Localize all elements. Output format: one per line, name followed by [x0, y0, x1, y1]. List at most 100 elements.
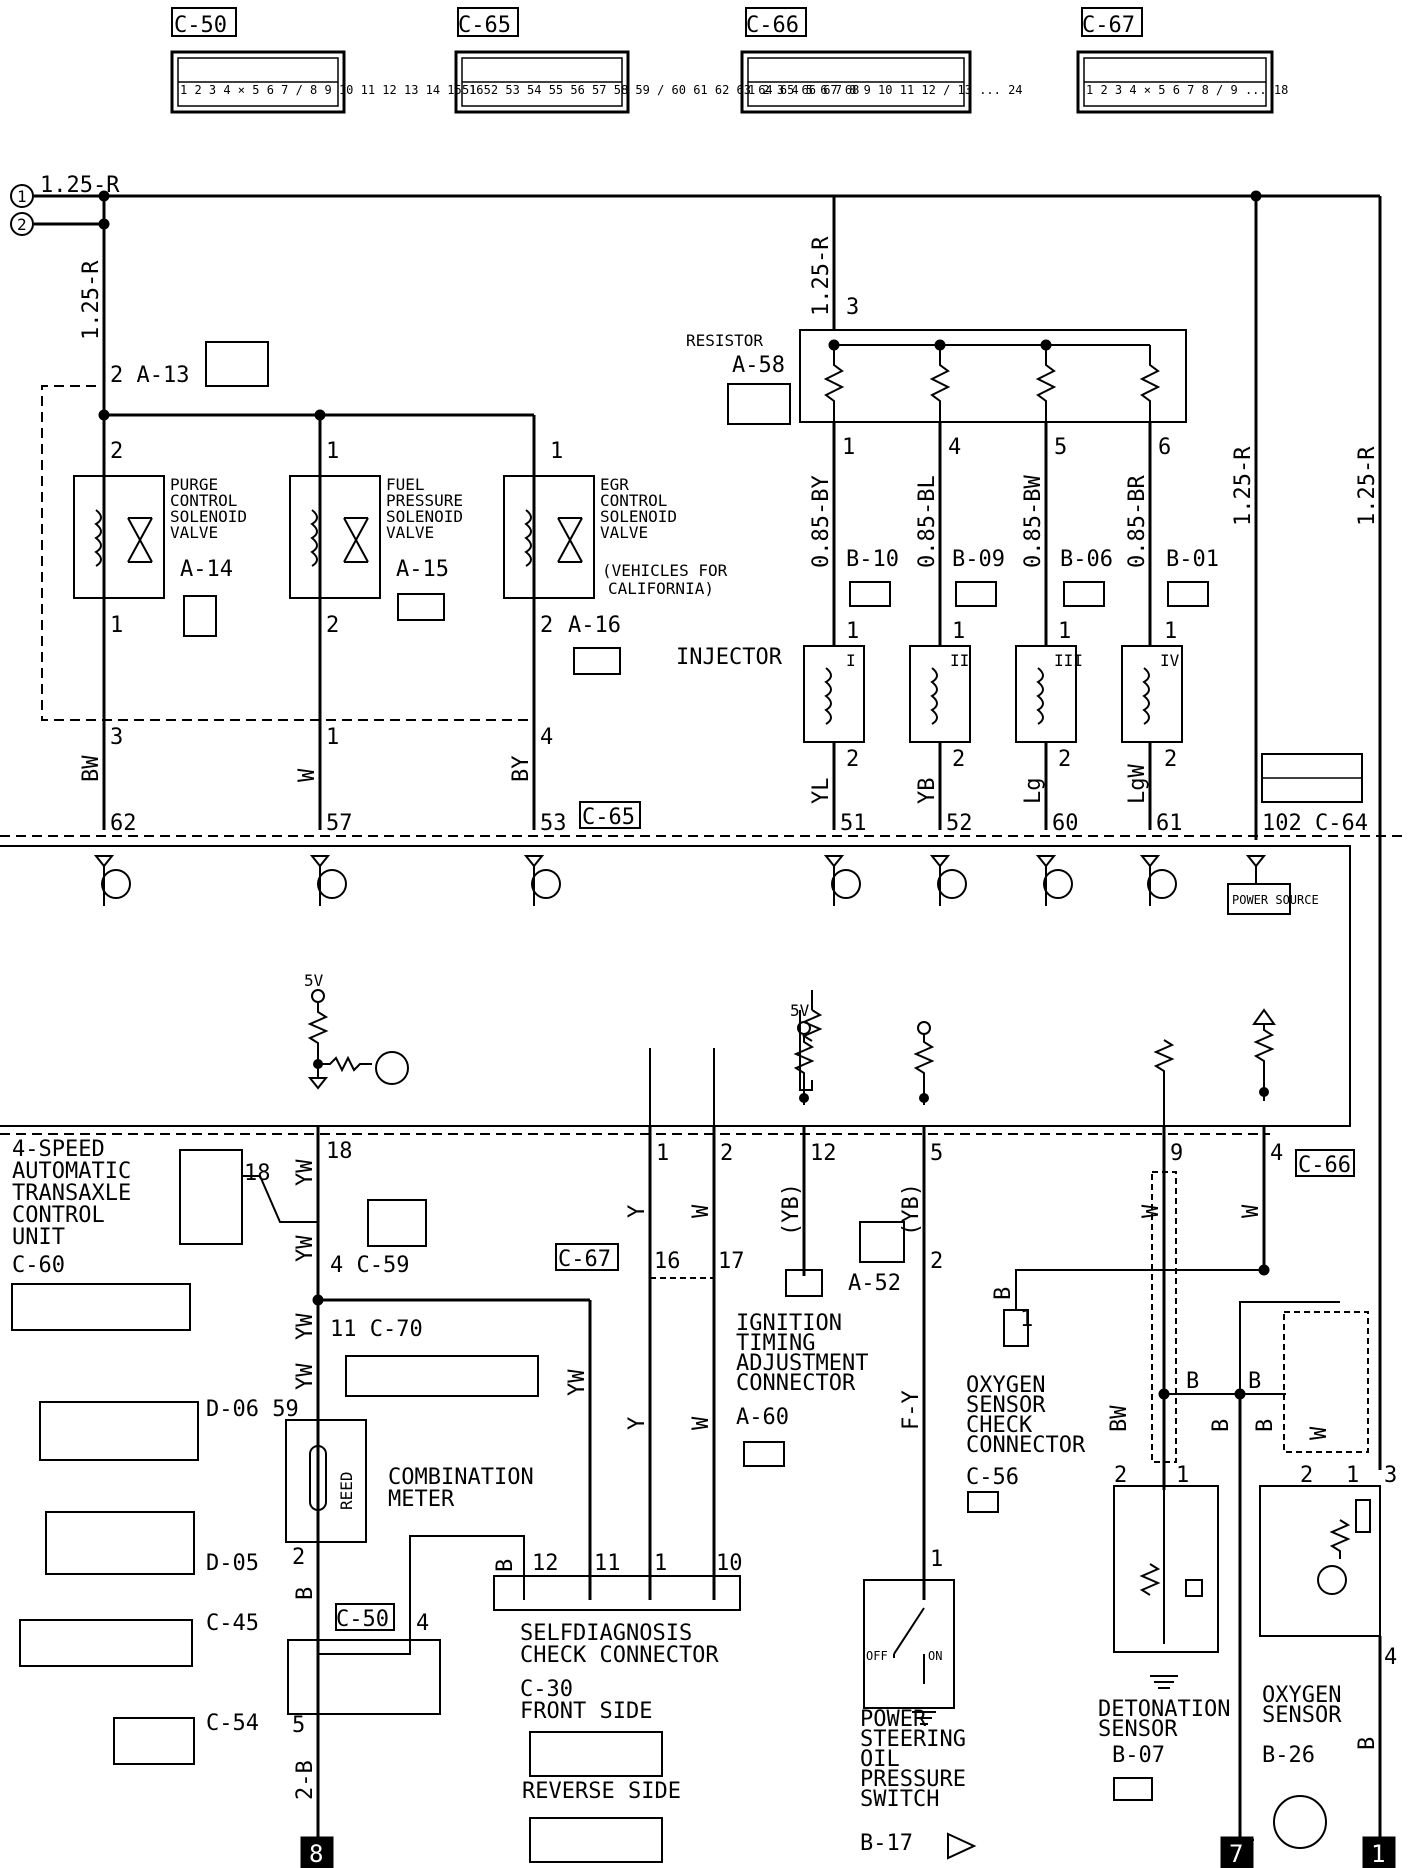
- coil-icon: [310, 509, 318, 567]
- det-conn: B-07: [1112, 1743, 1165, 1768]
- c50-c54-connector-box: [287, 1639, 441, 1715]
- c30-reverse-connector-icon: [529, 1817, 663, 1863]
- o2-line-2: SENSOR: [1262, 1703, 1342, 1728]
- b26-connector-icon: [1273, 1795, 1327, 1849]
- tcu-line-1: 4-SPEED: [12, 1137, 105, 1162]
- injector-roman-4: IV: [1160, 651, 1180, 670]
- ecu-pin-57: 57: [326, 811, 353, 836]
- coil-icon: [524, 509, 532, 567]
- egr-note-1: (VEHICLES FOR: [602, 561, 728, 580]
- injector-out-wire-3: Lg: [1021, 778, 1046, 805]
- egr-name-1: EGR: [600, 475, 629, 494]
- selfdiag-pin-11: 11: [594, 1551, 621, 1576]
- meter-pin-c50: 4: [416, 1611, 429, 1636]
- power-line-2-marker: [10, 212, 34, 236]
- solenoid-out-wire-2: W: [295, 768, 320, 782]
- wire-yw-2: YW: [293, 1235, 318, 1262]
- solenoid-box-purge: [73, 475, 165, 599]
- injector-1-box: [803, 645, 865, 743]
- purge-top-pin: 2: [110, 439, 123, 464]
- c54-label: C-54: [206, 1711, 259, 1736]
- wire-b-6: B: [493, 1559, 518, 1572]
- c50-connector-icon: [335, 1603, 395, 1631]
- egr-note-2: CALIFORNIA): [608, 579, 714, 598]
- meter-pin-c54: 5: [292, 1713, 305, 1738]
- o2-pin-4: 4: [1384, 1645, 1397, 1670]
- injector-out-wire-4: LgW: [1125, 764, 1150, 804]
- wire-v-mid-label: 1.25-R: [809, 236, 834, 316]
- selfdiag-pin-12: 12: [532, 1551, 559, 1576]
- b17-connector-icon: [947, 1832, 977, 1860]
- wire-y-1: Y: [625, 1205, 650, 1218]
- meter-line-1: COMBINATION: [388, 1465, 534, 1490]
- valve-icon: [343, 517, 369, 563]
- combination-meter-box: [285, 1419, 367, 1543]
- a13-connector-icon: [205, 341, 269, 387]
- ps-line-3: OIL: [860, 1747, 900, 1772]
- top-c50-pins: 1 2 3 4 ⨯ 5 6 7 / 8 9 10 11 12 13 14 15 …: [180, 83, 483, 97]
- wire-yb-2: (YB): [899, 1183, 924, 1236]
- c54-connector-icon: [113, 1717, 195, 1765]
- selfdiag-line-1: SELFDIAGNOSIS: [520, 1621, 692, 1646]
- resistor-pin-6: 6: [1158, 435, 1171, 460]
- injector-4-pin-bot: 2: [1164, 747, 1177, 772]
- ecu-lower-pin-9: 9: [1170, 1141, 1183, 1166]
- wire-yw-5: YW: [565, 1369, 590, 1396]
- injector-2-box: [909, 645, 971, 743]
- d06-label: D-06 59: [206, 1397, 299, 1422]
- tcu-line-2: AUTOMATIC: [12, 1159, 131, 1184]
- five-v-label-2: 5V: [790, 1001, 810, 1020]
- power-line-2-number: 2: [17, 215, 27, 234]
- ignition-line-2: TIMING: [736, 1331, 815, 1356]
- c70-connector-icon: [345, 1355, 539, 1397]
- selfdiag-line-2: CHECK CONNECTOR: [520, 1643, 719, 1668]
- a58-connector-icon: [727, 383, 791, 425]
- c66-connector-icon: [1295, 1149, 1355, 1177]
- fuel-name-1: FUEL: [386, 475, 425, 494]
- injector-4-pin-top: 1: [1164, 619, 1177, 644]
- meter-reed: REED: [337, 1471, 356, 1510]
- injector-roman-3: III: [1054, 651, 1083, 670]
- reed-switch-icon: [309, 1445, 327, 1511]
- c45-label: C-45: [206, 1611, 259, 1636]
- five-v-label-1: 5V: [304, 971, 324, 990]
- b06-connector-icon: [1063, 581, 1105, 607]
- fuel-name-2: PRESSURE: [386, 491, 463, 510]
- coil-icon: [824, 667, 832, 725]
- c56-connector-icon: [967, 1491, 999, 1513]
- c70-label: 11 C-70: [330, 1317, 423, 1342]
- purge-name-4: VALVE: [170, 523, 218, 542]
- tcu-line-3: TRANSAXLE: [12, 1181, 131, 1206]
- ps-line-1: POWER: [860, 1707, 927, 1732]
- wire-b-1: B: [991, 1287, 1016, 1300]
- fuel-name-3: SOLENOID: [386, 507, 463, 526]
- selfdiag-reverse: REVERSE SIDE: [522, 1779, 681, 1804]
- wire-b-5: B: [1253, 1419, 1278, 1432]
- wire-w-5: W: [1307, 1426, 1332, 1440]
- c66-label: C-66: [1298, 1153, 1351, 1178]
- wire-yw-4: YW: [293, 1363, 318, 1390]
- o2-conn: B-26: [1262, 1743, 1315, 1768]
- wire-2b: 2-B: [293, 1760, 318, 1800]
- o2check-line-2: SENSOR: [966, 1393, 1046, 1418]
- power-line-1-marker: [10, 184, 34, 208]
- egr-name-4: VALVE: [600, 523, 648, 542]
- wire-w-4: W: [1239, 1204, 1264, 1218]
- a52-pin: 2: [930, 1249, 943, 1274]
- wire-bw: BW: [1107, 1405, 1132, 1432]
- ignition-line-3: ADJUSTMENT: [736, 1351, 868, 1376]
- solenoid-c-pin-1: 3: [110, 725, 123, 750]
- c30-front-connector-icon: [529, 1731, 663, 1777]
- injector-3-pin-bot: 2: [1058, 747, 1071, 772]
- resistor-pin-1: 1: [842, 435, 855, 460]
- b10-connector-icon: [849, 581, 891, 607]
- a15-connector-icon: [397, 593, 445, 621]
- injector-2-pin-bot: 2: [952, 747, 965, 772]
- top-c66-label: C-66: [746, 13, 799, 38]
- solenoid-box-egr: [503, 475, 595, 599]
- a52-connector-icon: [859, 1221, 905, 1263]
- ecu-lower-pin-18: 18: [326, 1139, 353, 1164]
- wire-w-1: W: [689, 1204, 714, 1218]
- top-connector-c50: [170, 7, 346, 114]
